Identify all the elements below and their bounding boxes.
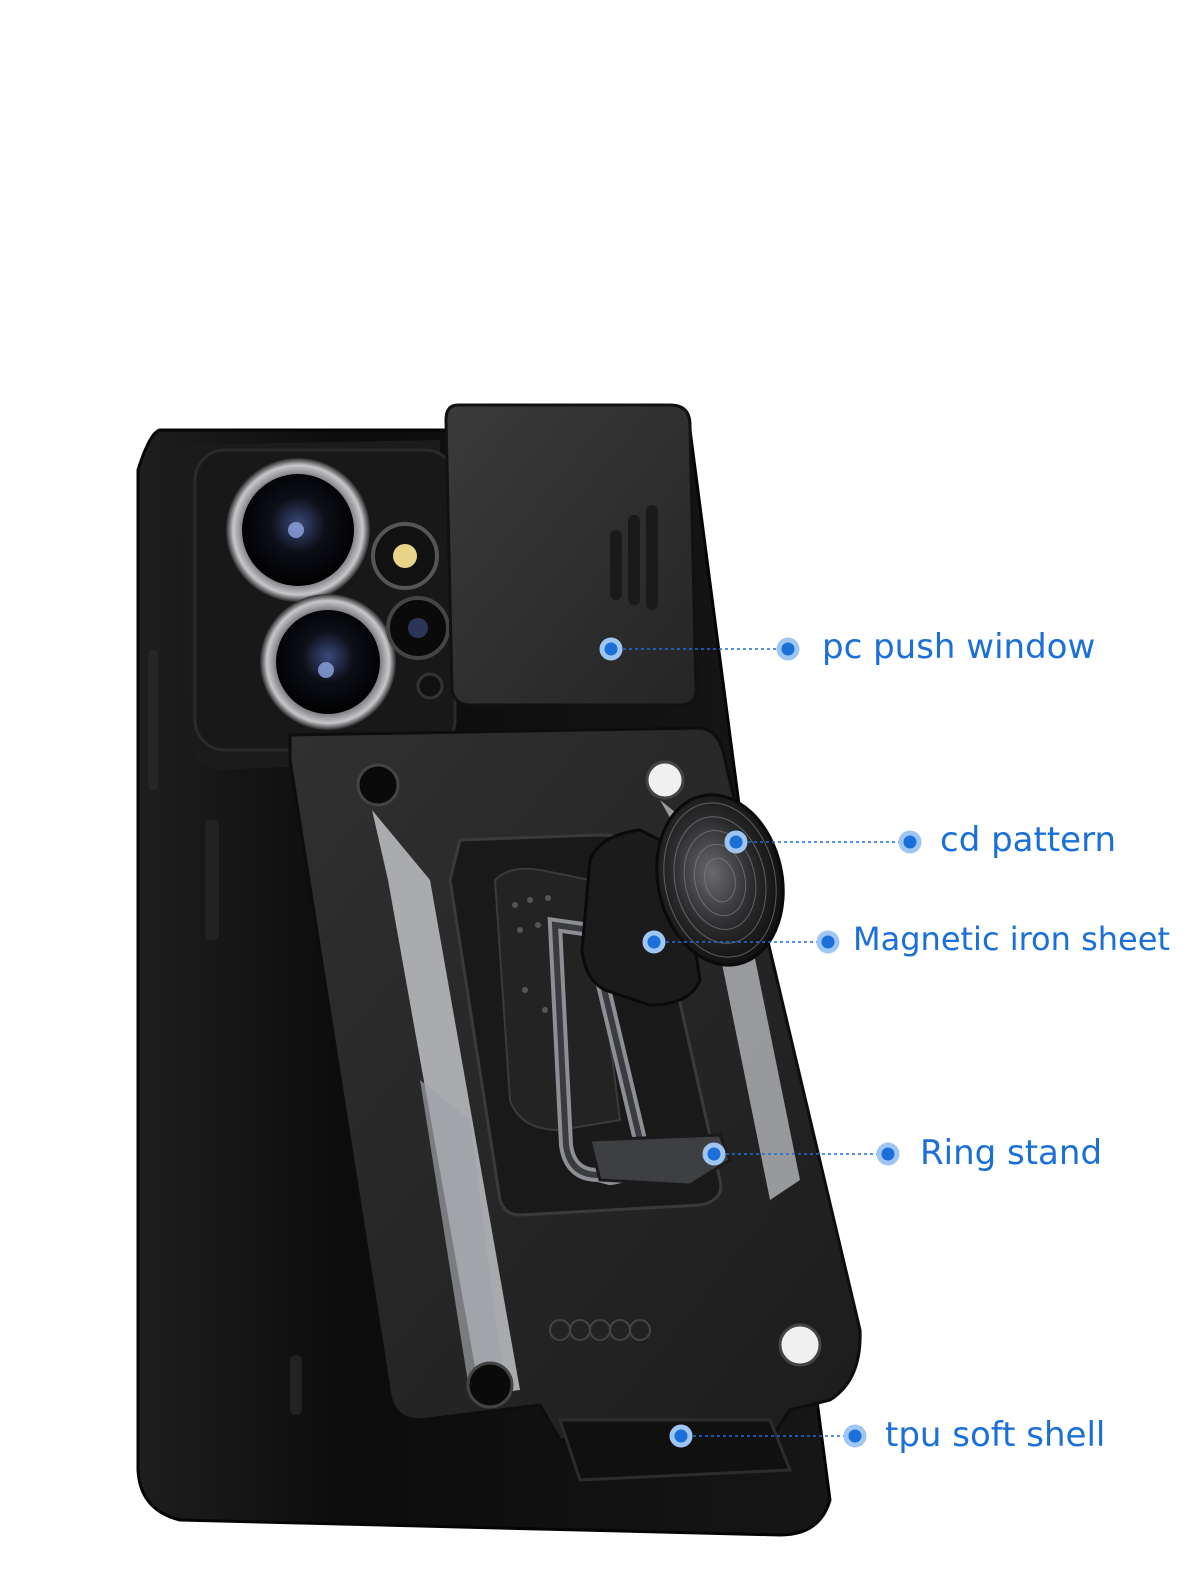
marker-start-pc-push-window <box>599 637 623 661</box>
callout-label-magnetic-iron-sheet: Magnetic iron sheet <box>853 920 1170 958</box>
marker-end-tpu-soft-shell <box>843 1424 867 1448</box>
callout-label-pc-push-window: pc push window <box>822 627 1096 667</box>
marker-start-tpu-soft-shell <box>669 1424 693 1448</box>
marker-start-cd-pattern <box>724 830 748 854</box>
camera-module <box>193 448 457 752</box>
marker-end-ring-stand <box>876 1142 900 1166</box>
cd-pattern-knob <box>580 793 785 1007</box>
callout-label-tpu-soft-shell: tpu soft shell <box>885 1415 1106 1455</box>
pc-push-window-slider <box>444 403 698 707</box>
callout-label-cd-pattern: cd pattern <box>940 820 1117 860</box>
marker-end-magnetic-iron-sheet <box>816 930 840 954</box>
marker-start-ring-stand <box>702 1142 726 1166</box>
marker-end-cd-pattern <box>898 830 922 854</box>
callout-label-ring-stand: Ring stand <box>920 1133 1103 1173</box>
callout-leader-lines <box>599 637 922 1448</box>
marker-start-magnetic-iron-sheet <box>642 930 666 954</box>
marker-end-pc-push-window <box>776 637 800 661</box>
ring-stand-part <box>547 916 732 1187</box>
